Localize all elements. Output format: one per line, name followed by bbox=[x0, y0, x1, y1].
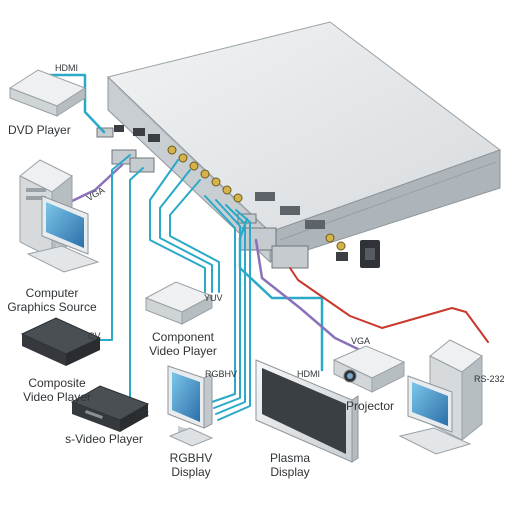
rgbhv-cable-2 bbox=[213, 199, 241, 409]
control-pc-device bbox=[398, 339, 483, 455]
yuv-cable-2 bbox=[159, 169, 213, 293]
svideo-player-label: s-Video Player bbox=[65, 432, 143, 446]
component-player-device bbox=[144, 281, 214, 325]
rgbhv-display-label-line2: Display bbox=[171, 465, 211, 479]
hdmi-input-tag: HDMI bbox=[55, 63, 78, 73]
component-player-label-line1: Component bbox=[151, 330, 215, 344]
computer-source-label-line1: Computer bbox=[25, 286, 79, 300]
yuv-tag: YUV bbox=[204, 293, 223, 303]
vga-output-tag: VGA bbox=[351, 336, 371, 346]
plasma-display-device bbox=[255, 359, 359, 463]
rear-panel-connectors bbox=[114, 125, 380, 268]
rgbhv-display-device bbox=[167, 365, 214, 447]
vga-output-cable bbox=[254, 238, 362, 352]
hdmi-output-tag: HDMI bbox=[297, 369, 320, 379]
projector-device bbox=[332, 345, 406, 393]
dvd-player-device bbox=[8, 69, 87, 117]
hdmi-output-cable bbox=[238, 217, 324, 372]
rs232-tag: RS-232 bbox=[474, 374, 505, 384]
yc-cable bbox=[129, 167, 144, 419]
yuv-cable-3 bbox=[169, 179, 220, 293]
cv-tag: CV bbox=[88, 331, 101, 341]
computer-device bbox=[19, 159, 100, 273]
plasma-display-label-line1: Plasma bbox=[269, 451, 311, 465]
component-player-label-line2: Video Player bbox=[149, 344, 217, 358]
plasma-display-label-line2: Display bbox=[270, 465, 310, 479]
cables bbox=[48, 73, 489, 421]
rgbhv-cable-4 bbox=[217, 209, 251, 421]
composite-player-label-line2: Video Player bbox=[23, 390, 91, 404]
projector-label: Projector bbox=[345, 399, 395, 413]
yuv-cable-1 bbox=[149, 159, 206, 293]
dvd-player-label: DVD Player bbox=[8, 123, 71, 137]
composite-player-device bbox=[20, 317, 102, 366]
svideo-player-device bbox=[70, 385, 150, 432]
rgbhv-display-label-line1: RGBHV bbox=[169, 451, 213, 465]
yc-tag: Y/C bbox=[134, 409, 150, 419]
computer-source-label-line2: Graphics Source bbox=[7, 300, 97, 314]
rgbhv-tag: RGBHV bbox=[205, 369, 238, 379]
rgbhv-cable-3 bbox=[215, 204, 246, 415]
switcher-unit bbox=[106, 21, 502, 264]
rgbhv-cable-1 bbox=[204, 195, 236, 403]
rs232-cable bbox=[289, 267, 489, 343]
composite-player-label-line1: Composite bbox=[28, 376, 86, 390]
